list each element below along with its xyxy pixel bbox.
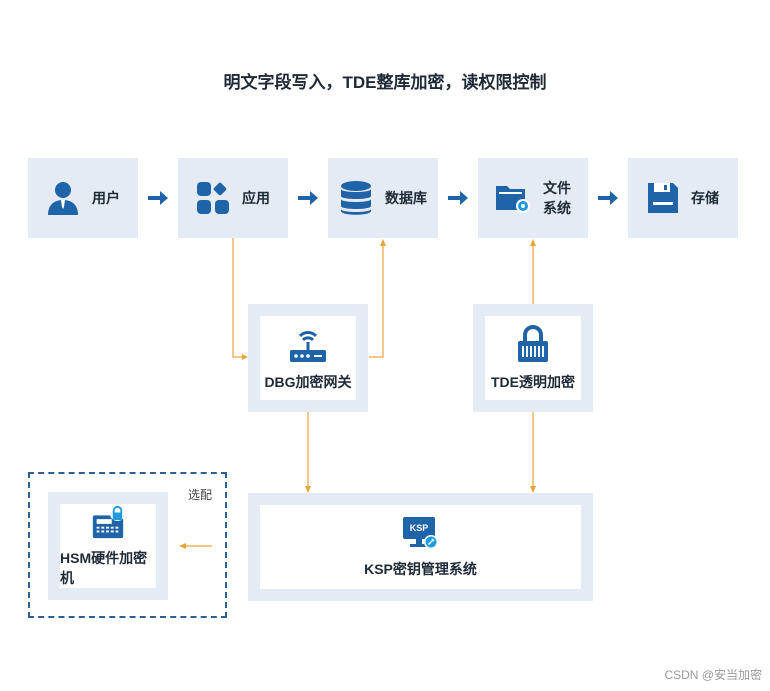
arrowhead-to-hsm <box>179 543 186 549</box>
filesystem-label-line1: 文件 <box>543 180 571 196</box>
filesystem-label-line2: 系统 <box>543 200 571 216</box>
arrowhead-to-fs <box>530 239 536 246</box>
arrow-shaft-2 <box>298 196 310 200</box>
arrow-shaft-1 <box>148 196 160 200</box>
arrow-head-1 <box>160 191 168 205</box>
hsm-box-inner: HSM硬件加密机 <box>60 504 156 588</box>
connector-dbg-db <box>369 246 384 358</box>
ksp-monitor-key-icon: KSP <box>402 517 438 549</box>
database-label: 数据库 <box>385 190 427 206</box>
filesystem-box: 文件 系统 <box>478 158 588 238</box>
user-label: 用户 <box>92 190 120 206</box>
storage-box: 存储 <box>628 158 738 238</box>
ksp-label: KSP密钥管理系统 <box>364 561 477 577</box>
connector-app-dbg <box>232 238 242 358</box>
ksp-badge-text: KSP <box>409 523 428 533</box>
tde-box-inner: TDE透明加密 <box>485 316 581 400</box>
storage-label: 存储 <box>691 190 719 206</box>
user-icon <box>48 182 78 215</box>
ksp-box-inner: KSP KSP密钥管理系统 <box>260 505 581 589</box>
hsm-label: HSM硬件加密机 <box>60 550 148 586</box>
database-box: 数据库 <box>328 158 438 238</box>
dbg-box-inner: DBG加密网关 <box>260 316 356 400</box>
diagram-title: 明文字段写入，TDE整库加密，读权限控制 <box>223 73 547 92</box>
arrow-head-2 <box>310 191 318 205</box>
user-box: 用户 <box>28 158 138 238</box>
tde-label: TDE透明加密 <box>491 374 575 390</box>
arrow-head-3 <box>460 191 468 205</box>
arrow-shaft-3 <box>448 196 460 200</box>
arrowhead-tde-to-ksp <box>530 486 536 493</box>
apps-grid-icon <box>197 182 229 214</box>
dbg-label: DBG加密网关 <box>264 374 352 390</box>
database-icon <box>341 181 371 215</box>
arrowhead-dbg-to-ksp <box>305 486 311 493</box>
floppy-disk-icon <box>648 183 678 213</box>
filesystem-label: 文件 系统 <box>543 178 571 218</box>
hsm-optional-frame <box>28 472 227 618</box>
router-gateway-icon <box>290 331 326 362</box>
folder-gear-icon <box>496 186 530 213</box>
optional-label: 选配 <box>188 488 213 502</box>
arrowhead-to-dbg <box>242 354 248 360</box>
app-box: 应用 <box>178 158 288 238</box>
footer-watermark: CSDN @安当加密 <box>664 668 762 682</box>
padlock-icon <box>518 325 548 362</box>
arrow-head-4 <box>610 191 618 205</box>
arrow-shaft-4 <box>598 196 610 200</box>
arrowhead-to-db <box>380 239 386 246</box>
app-label: 应用 <box>242 190 270 206</box>
hsm-device-icon <box>92 505 126 539</box>
